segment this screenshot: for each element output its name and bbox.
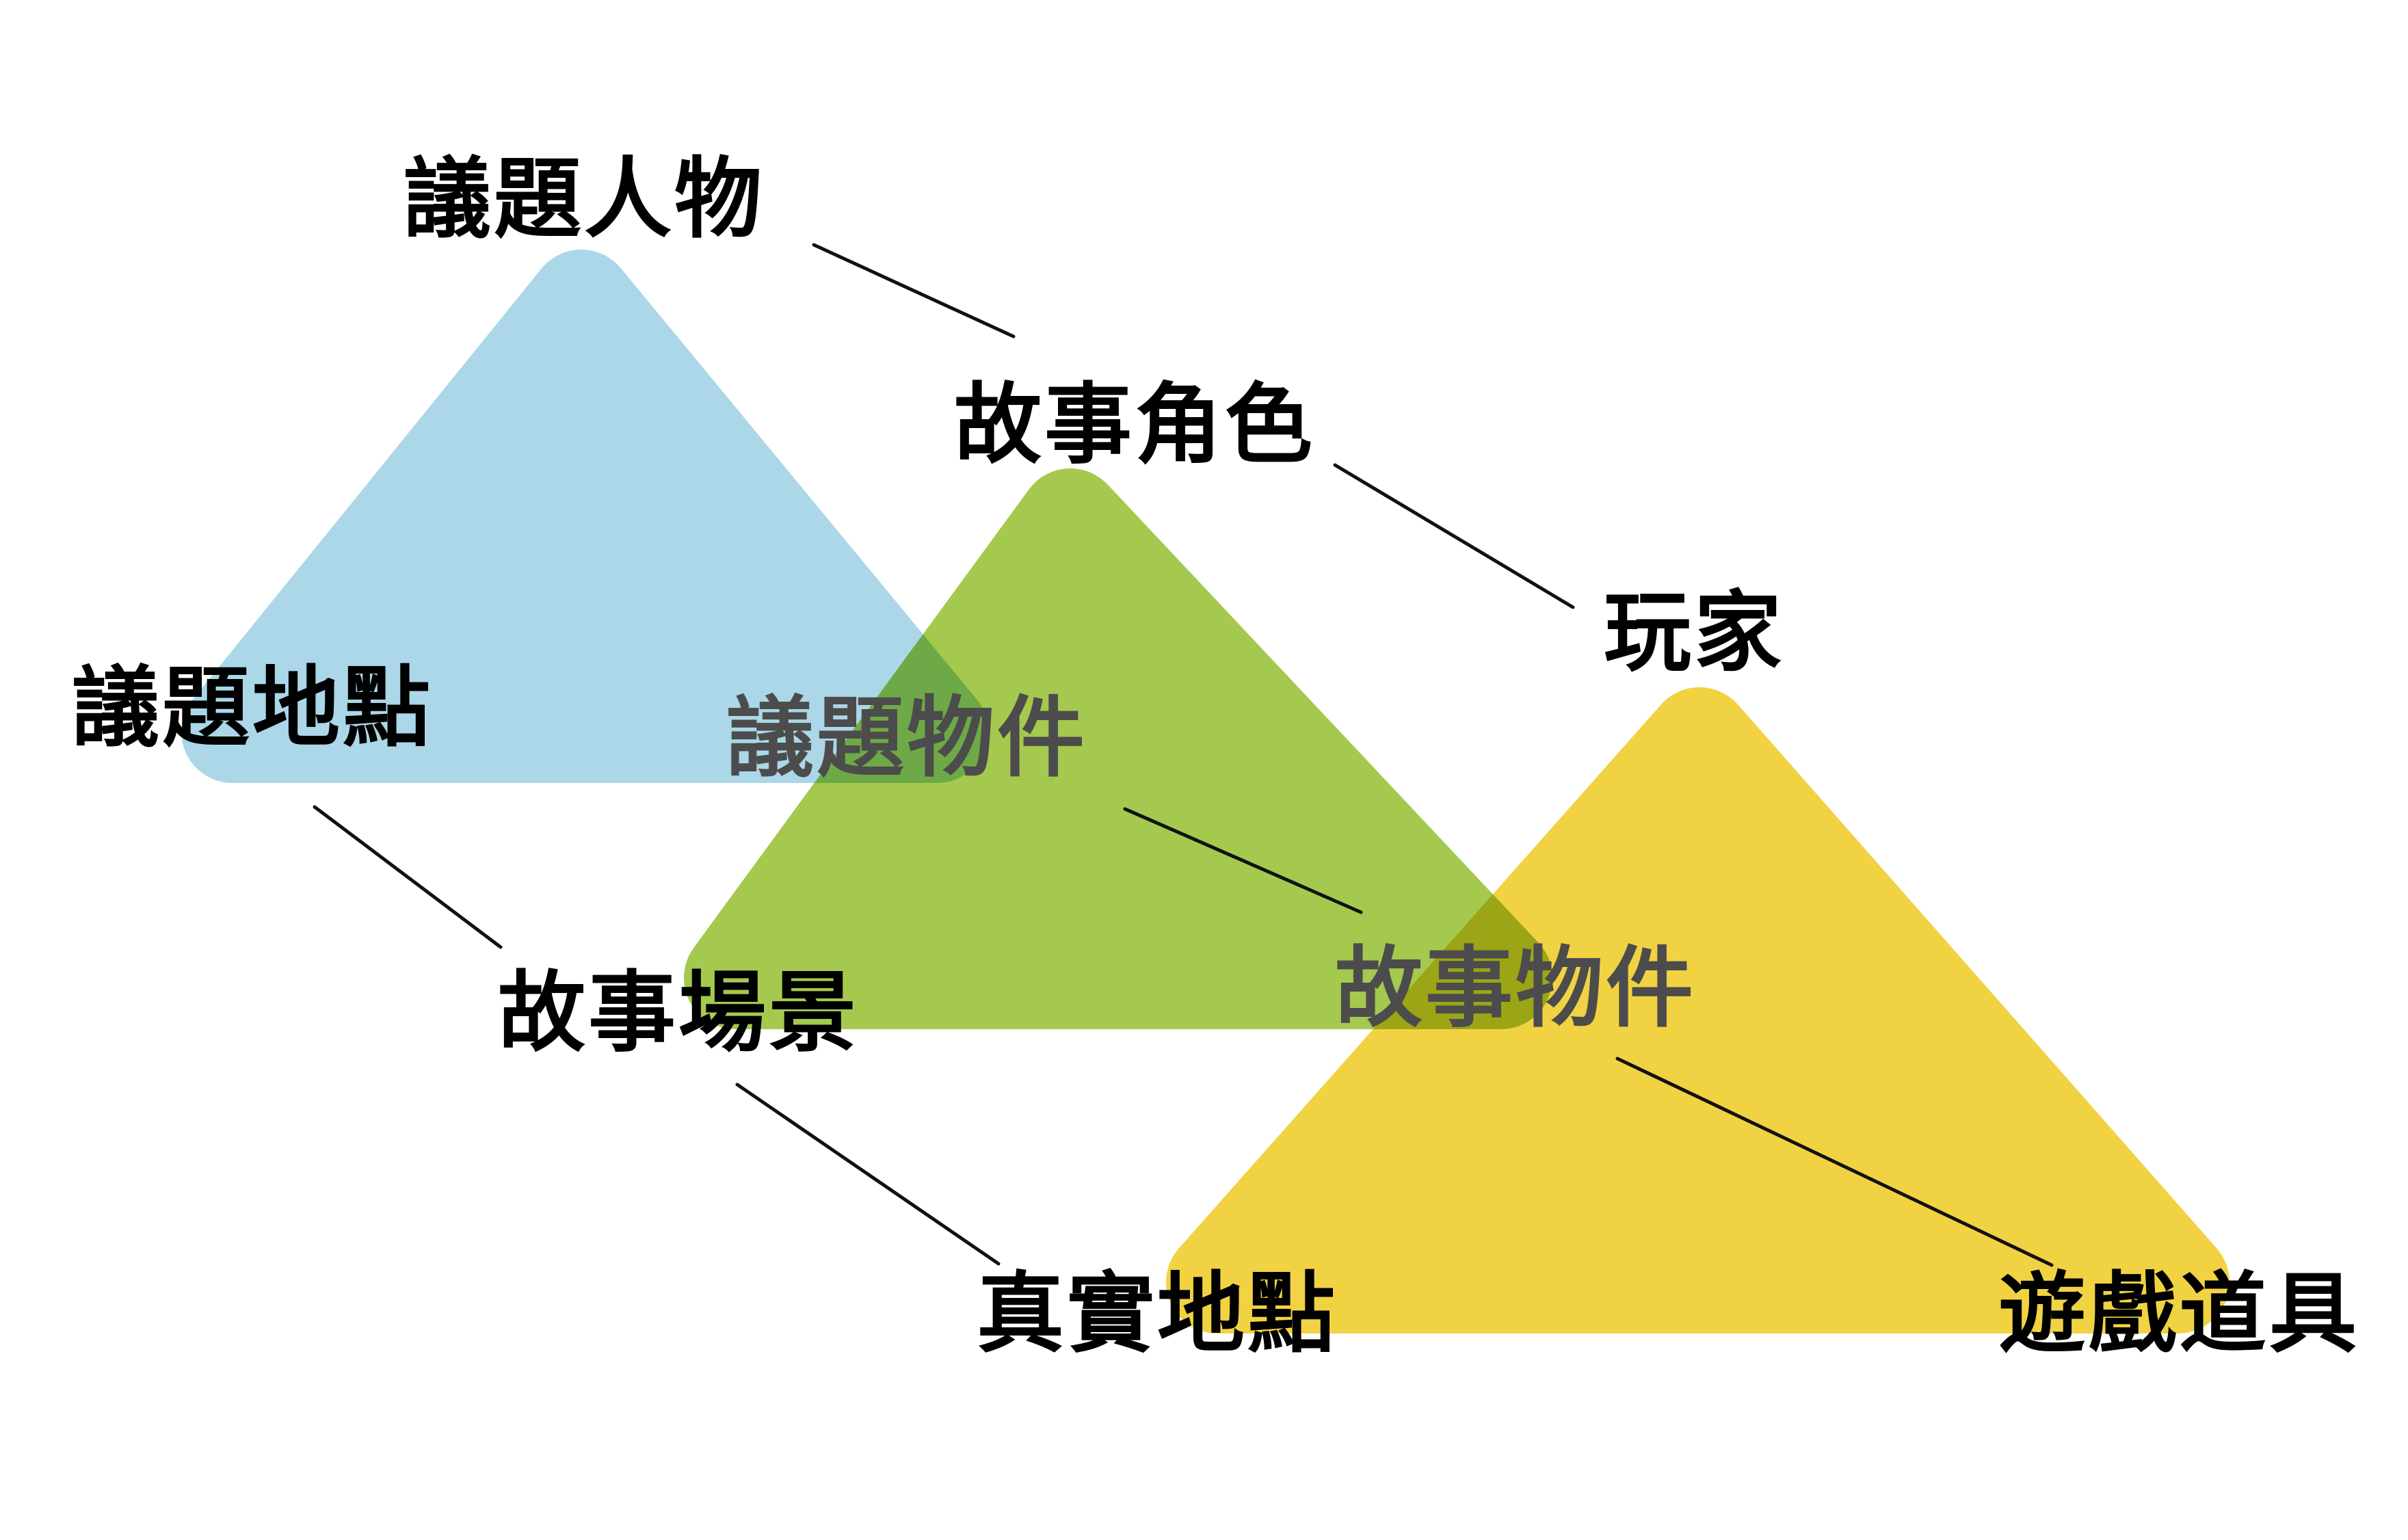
- connector-story-place-to-game-place: [735, 1083, 1001, 1266]
- connector-issue-object-to-story-object: [1123, 807, 1363, 914]
- connector-story-object-to-game-object: [1615, 1057, 2054, 1267]
- story-triangle: [684, 468, 1552, 1029]
- label-story-object: 故事物件: [1335, 938, 1697, 1039]
- label-story-person: 故事角色: [954, 374, 1316, 476]
- label-issue-person: 議題人物: [403, 148, 765, 250]
- label-game-object: 遊戲道具: [1998, 1263, 2360, 1365]
- label-game-place: 真實地點: [977, 1263, 1338, 1365]
- connector-issue-person-to-story-person: [812, 243, 1016, 338]
- issue-triangle: [181, 250, 988, 783]
- connector-issue-place-to-story-place: [313, 805, 503, 949]
- label-issue-object: 議題物件: [726, 687, 1088, 789]
- label-issue-place: 議題地點: [72, 657, 434, 759]
- label-story-place: 故事場景: [498, 962, 860, 1064]
- label-game-person: 玩家: [1604, 582, 1785, 684]
- connector-story-person-to-game-person: [1333, 463, 1575, 609]
- game-triangle: [1166, 687, 2230, 1333]
